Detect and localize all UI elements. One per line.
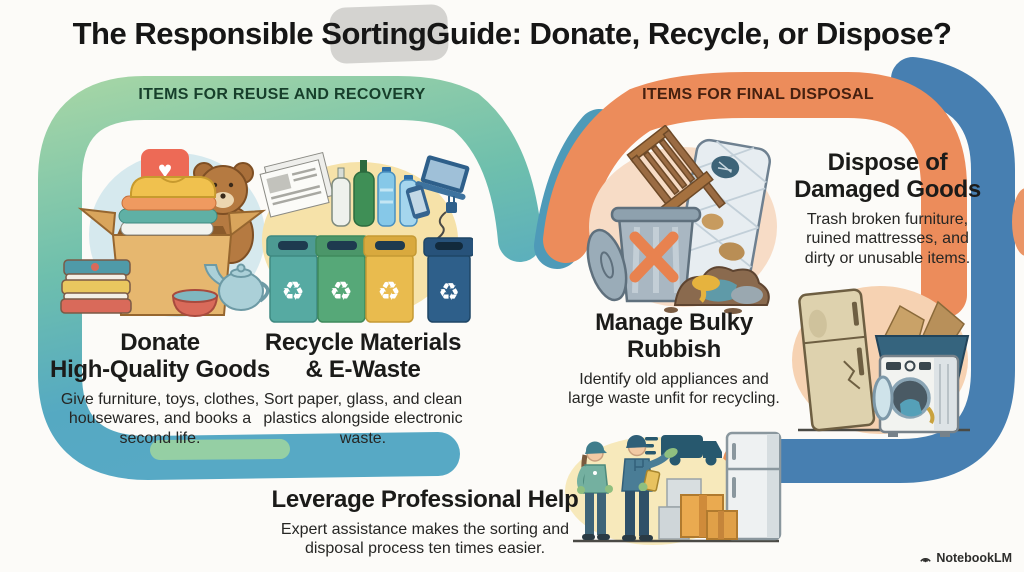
card-help-title: Leverage Professional Help xyxy=(271,486,579,513)
card-donate-description: Give furniture, toys, clothes, houseware… xyxy=(60,390,260,447)
teapot-icon xyxy=(203,263,270,311)
svg-text:♻: ♻ xyxy=(438,279,460,306)
broken-chair-icon xyxy=(626,125,726,235)
svg-text:♻: ♻ xyxy=(377,276,400,306)
trash-can-scene xyxy=(586,125,777,314)
fridge-icon xyxy=(725,431,782,541)
e-waste-icon xyxy=(405,155,470,251)
moving-boxes-icon xyxy=(658,478,738,540)
card-professional-help: Leverage Professional Help Expert assist… xyxy=(260,486,590,559)
card-help-description: Expert assistance makes the sorting and … xyxy=(280,520,570,558)
recycling-bins-scene: ♻ ♻ ♻ ♻ xyxy=(259,151,473,323)
svg-text:♻: ♻ xyxy=(329,276,352,306)
reuse-loop-band xyxy=(38,76,542,481)
card-recycle-title: Recycle Materials & E-Waste xyxy=(264,329,462,383)
title-highlight: Sorting xyxy=(321,16,427,51)
bowl-icon xyxy=(171,289,219,318)
x-mark-icon xyxy=(629,231,679,283)
title-prefix: The Responsible xyxy=(72,16,322,51)
card-bulky-description: Identify old appliances and large waste … xyxy=(568,370,780,408)
disposal-loop-orange-band xyxy=(543,72,967,318)
disposal-section-header: ITEMS FOR FINAL DISPOSAL xyxy=(642,86,874,103)
card-bulky: Manage Bulky Rubbish Identify old applia… xyxy=(560,309,788,409)
card-donate: Donate High-Quality Goods Give furniture… xyxy=(40,329,280,448)
card-dispose: Dispose of Damaged Goods Trash broken fu… xyxy=(780,149,995,268)
page-title: The Responsible SortingGuide: Donate, Re… xyxy=(0,16,1024,52)
svg-text:♻: ♻ xyxy=(281,276,304,306)
notebooklm-icon xyxy=(920,557,932,562)
watermark: NotebookLM xyxy=(919,551,1012,565)
card-bulky-title: Manage Bulky Rubbish xyxy=(595,309,753,363)
watermark-label: NotebookLM xyxy=(936,551,1012,565)
removal-workers-scene xyxy=(565,431,782,545)
book-stack-icon xyxy=(60,259,132,314)
card-dispose-description: Trash broken furniture, ruined mattresse… xyxy=(804,210,971,267)
old-fridge-icon xyxy=(798,288,876,432)
disposal-loop-blue-band xyxy=(742,57,1015,483)
newspaper-icon xyxy=(259,151,334,218)
old-appliances-scene xyxy=(792,286,970,437)
worker-woman-icon xyxy=(577,441,613,540)
trash-lid-icon xyxy=(586,228,628,302)
e-waste-bin-icon: ♻ xyxy=(423,237,473,323)
title-suffix: Guide: Donate, Recycle, or Dispose? xyxy=(426,16,952,51)
washing-machine-icon xyxy=(872,354,960,437)
card-donate-title: Donate High-Quality Goods xyxy=(50,329,270,383)
reuse-section-header: ITEMS FOR REUSE AND RECOVERY xyxy=(138,86,426,103)
card-dispose-title: Dispose of Damaged Goods xyxy=(794,149,981,203)
card-recycle-description: Sort paper, glass, and clean plastics al… xyxy=(263,390,463,447)
dirty-waste-pile-icon xyxy=(664,266,770,314)
worker-man-icon xyxy=(621,434,678,541)
recycling-bin-unit: ♻ ♻ ♻ xyxy=(266,235,417,323)
card-recycle: Recycle Materials & E-Waste Sort paper, … xyxy=(248,329,478,448)
donation-box-scene: ♥ xyxy=(60,149,270,318)
folded-clothes-icon xyxy=(118,176,218,236)
glass-bottles-icon xyxy=(331,160,375,227)
